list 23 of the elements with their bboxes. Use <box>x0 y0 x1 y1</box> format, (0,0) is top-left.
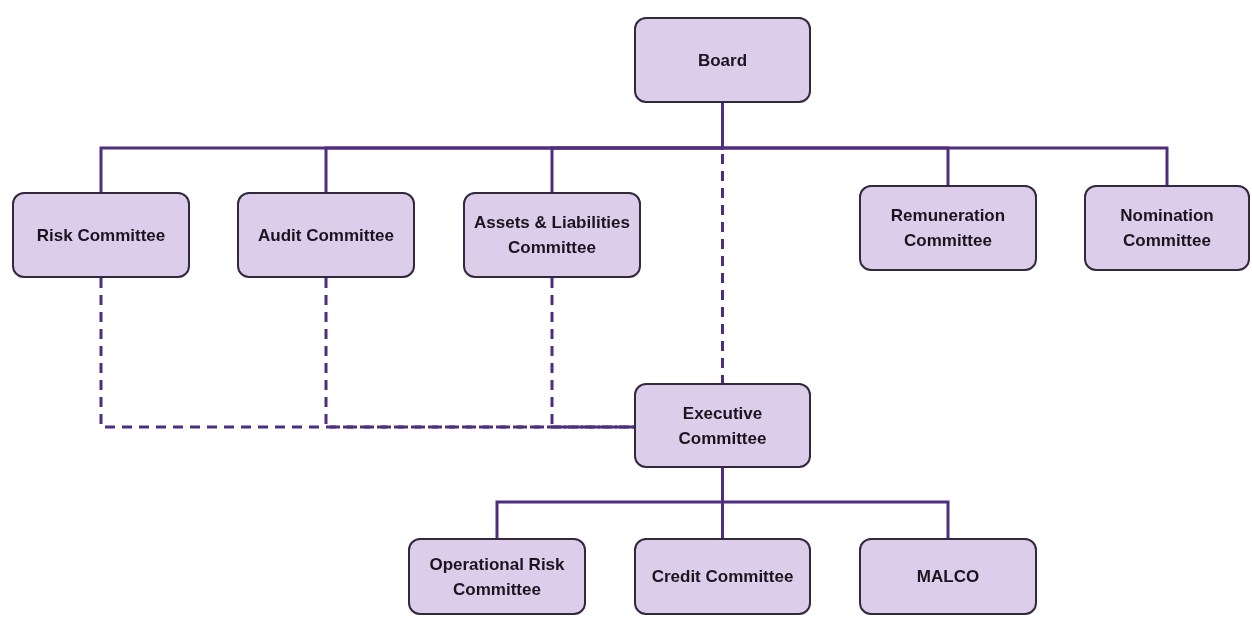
committee-name: MALCO <box>915 566 981 588</box>
committee-box <box>463 192 641 278</box>
committee-box <box>237 192 415 278</box>
committee-box <box>634 538 811 615</box>
committee-name: Risk Committee <box>35 224 167 247</box>
committee-box <box>1084 185 1250 271</box>
committee-name: Board <box>696 49 749 72</box>
committee-name: Nomination Committee <box>1119 205 1215 252</box>
committee-name: Credit Committee <box>650 566 795 588</box>
committee-name: Assets & Liabilities Committee <box>473 212 631 259</box>
committee-box <box>408 538 586 615</box>
committee-box <box>859 185 1037 271</box>
committee-box <box>859 538 1037 615</box>
committee-name: Audit Committee <box>257 224 395 247</box>
dashed-connector <box>721 103 724 383</box>
committee-name: Operational Risk Committee <box>428 553 566 601</box>
committee-name: Executive Committee <box>677 402 768 450</box>
committee-box <box>634 383 811 468</box>
committee-box <box>12 192 190 278</box>
committee-box <box>634 17 811 103</box>
dashed-connector <box>550 278 634 429</box>
connector-line <box>721 468 950 538</box>
committee-name: Remuneration Committee <box>889 205 1007 252</box>
